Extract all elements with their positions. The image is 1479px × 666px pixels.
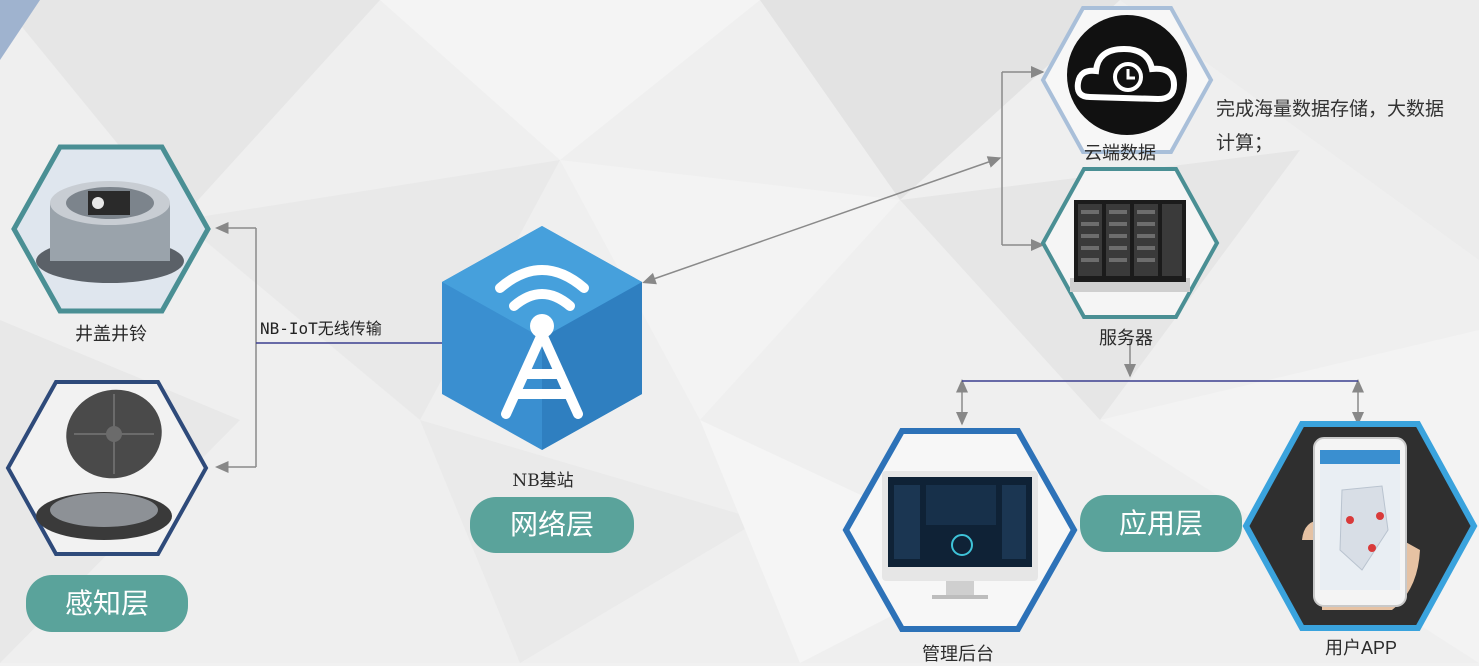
- clock-icon: [1113, 62, 1143, 92]
- smartphone-icon: [1302, 437, 1420, 610]
- manhole-sensor-icon: [36, 181, 184, 283]
- monitor-icon: [882, 471, 1038, 599]
- antenna-icon: [495, 265, 589, 419]
- manhole-cover-icon: [36, 389, 172, 540]
- cloud-label: 云端数据: [1084, 143, 1156, 164]
- nb-station-label: NB基站: [512, 471, 574, 491]
- manhole-bell-node[interactable]: [10, 143, 212, 315]
- admin-node[interactable]: [842, 427, 1078, 633]
- cloud-description: 完成海量数据存储，大数据 计算；: [1216, 93, 1476, 161]
- cloud-description-line2: 计算；: [1216, 133, 1274, 154]
- perception-layer-pill: 感知层: [26, 575, 188, 632]
- server-rack-icon: [1070, 200, 1190, 292]
- cloud-node[interactable]: [1040, 5, 1214, 155]
- cloud-icon: [1067, 15, 1187, 135]
- manhole-bell-label: 井盖井铃: [75, 324, 147, 345]
- user-app-node[interactable]: [1242, 420, 1478, 632]
- application-layer-pill: 应用层: [1080, 495, 1242, 552]
- cloud-description-line1: 完成海量数据存储，大数据: [1216, 99, 1445, 120]
- network-layer-pill: 网络层: [470, 497, 634, 553]
- manhole-cover-node[interactable]: [4, 378, 210, 558]
- server-label: 服务器: [1099, 328, 1153, 349]
- nb-station-node[interactable]: [440, 224, 644, 452]
- nb-iot-link-label: NB-IoT无线传输: [260, 319, 382, 338]
- server-node[interactable]: [1040, 166, 1220, 320]
- user-app-label: 用户APP: [1324, 638, 1398, 658]
- admin-label: 管理后台: [922, 644, 994, 665]
